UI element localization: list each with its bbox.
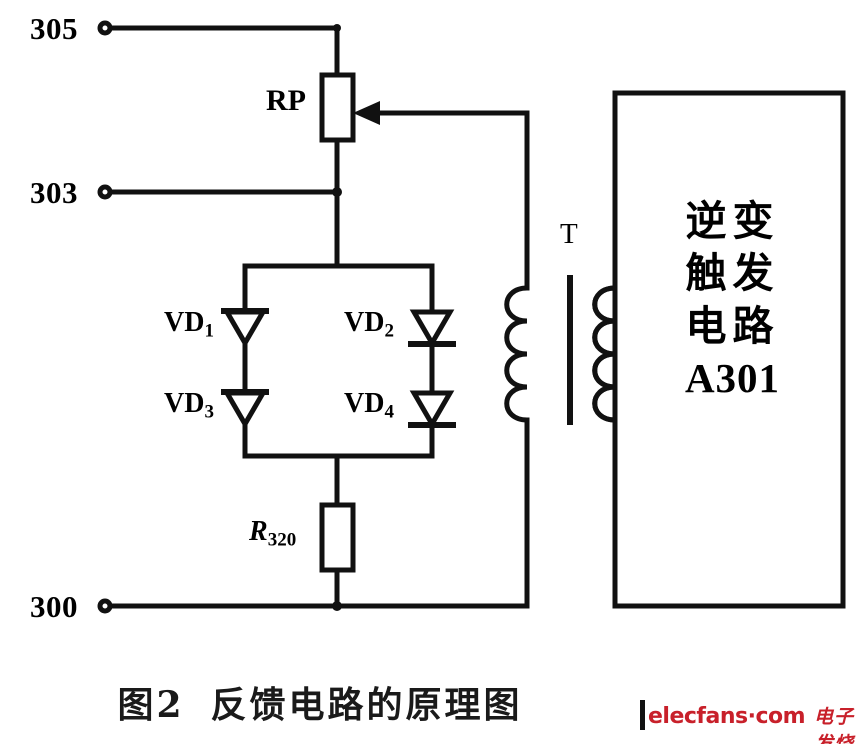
transformer-secondary-coil-overlay [592,285,618,423]
figure-caption: 图2 反馈电路的原理图 [0,676,640,728]
transformer-label-t: T [560,218,578,250]
r320-label-main: R [249,516,268,547]
vd2-label-sub: 2 [384,320,394,342]
terminal-label-303: 303 [30,175,78,210]
vd2-label-main: VD [344,307,385,338]
block-line-code: A301 [684,355,781,402]
node-300-junction [332,601,342,611]
watermark-site-cn: 电子发烧友 [814,706,855,744]
r320-label-sub: 320 [267,529,297,551]
vd4-triangle [409,390,455,429]
diode-label-vd3: VD3 [164,388,214,423]
block-line-2: 触发 [685,249,780,298]
rp-body [319,72,356,143]
rp-wiper-arrowhead [353,101,380,125]
vd1-label-sub: 1 [204,320,214,342]
caption-title: 反馈电路的原理图 [210,684,523,726]
block-line-1: 逆变 [685,197,780,245]
node-303-junction [332,187,342,197]
resistor-label-r320: R320 [249,516,297,551]
watermark-site: elecfans·com [648,704,806,729]
vd3-label-main: VD [164,388,205,419]
terminal-label-300: 300 [30,589,78,624]
vd4-label-main: VD [344,388,385,419]
diode-label-vd1: VD1 [164,307,214,342]
caption-number: 图2 [117,684,185,726]
diode-label-vd2: VD2 [344,307,394,342]
terminal-dot-305 [97,20,113,36]
node-305-corner [333,24,341,32]
diode-label-vd4: VD4 [344,388,394,423]
watermark: elecfans·com 电子发烧友 [648,702,858,744]
inverter-block-text: 逆变 触发 电路 A301 [620,195,845,405]
vd1-triangle [222,309,268,348]
watermark-bar [640,700,645,730]
vd1-label-main: VD [164,307,205,338]
terminal-dot-303 [97,184,113,200]
vd4-label-sub: 4 [384,401,394,423]
vd2-triangle [409,309,455,348]
vd3-triangle [222,390,268,429]
terminal-label-305: 305 [30,11,78,46]
block-line-3: 电路 [685,301,780,350]
inverter-block-body [612,90,846,609]
r320-body [319,502,356,573]
potentiometer-label-rp: RP [266,84,306,117]
transformer-primary-coil [504,285,530,423]
vd3-label-sub: 3 [204,401,214,423]
terminal-dot-300 [97,598,113,614]
